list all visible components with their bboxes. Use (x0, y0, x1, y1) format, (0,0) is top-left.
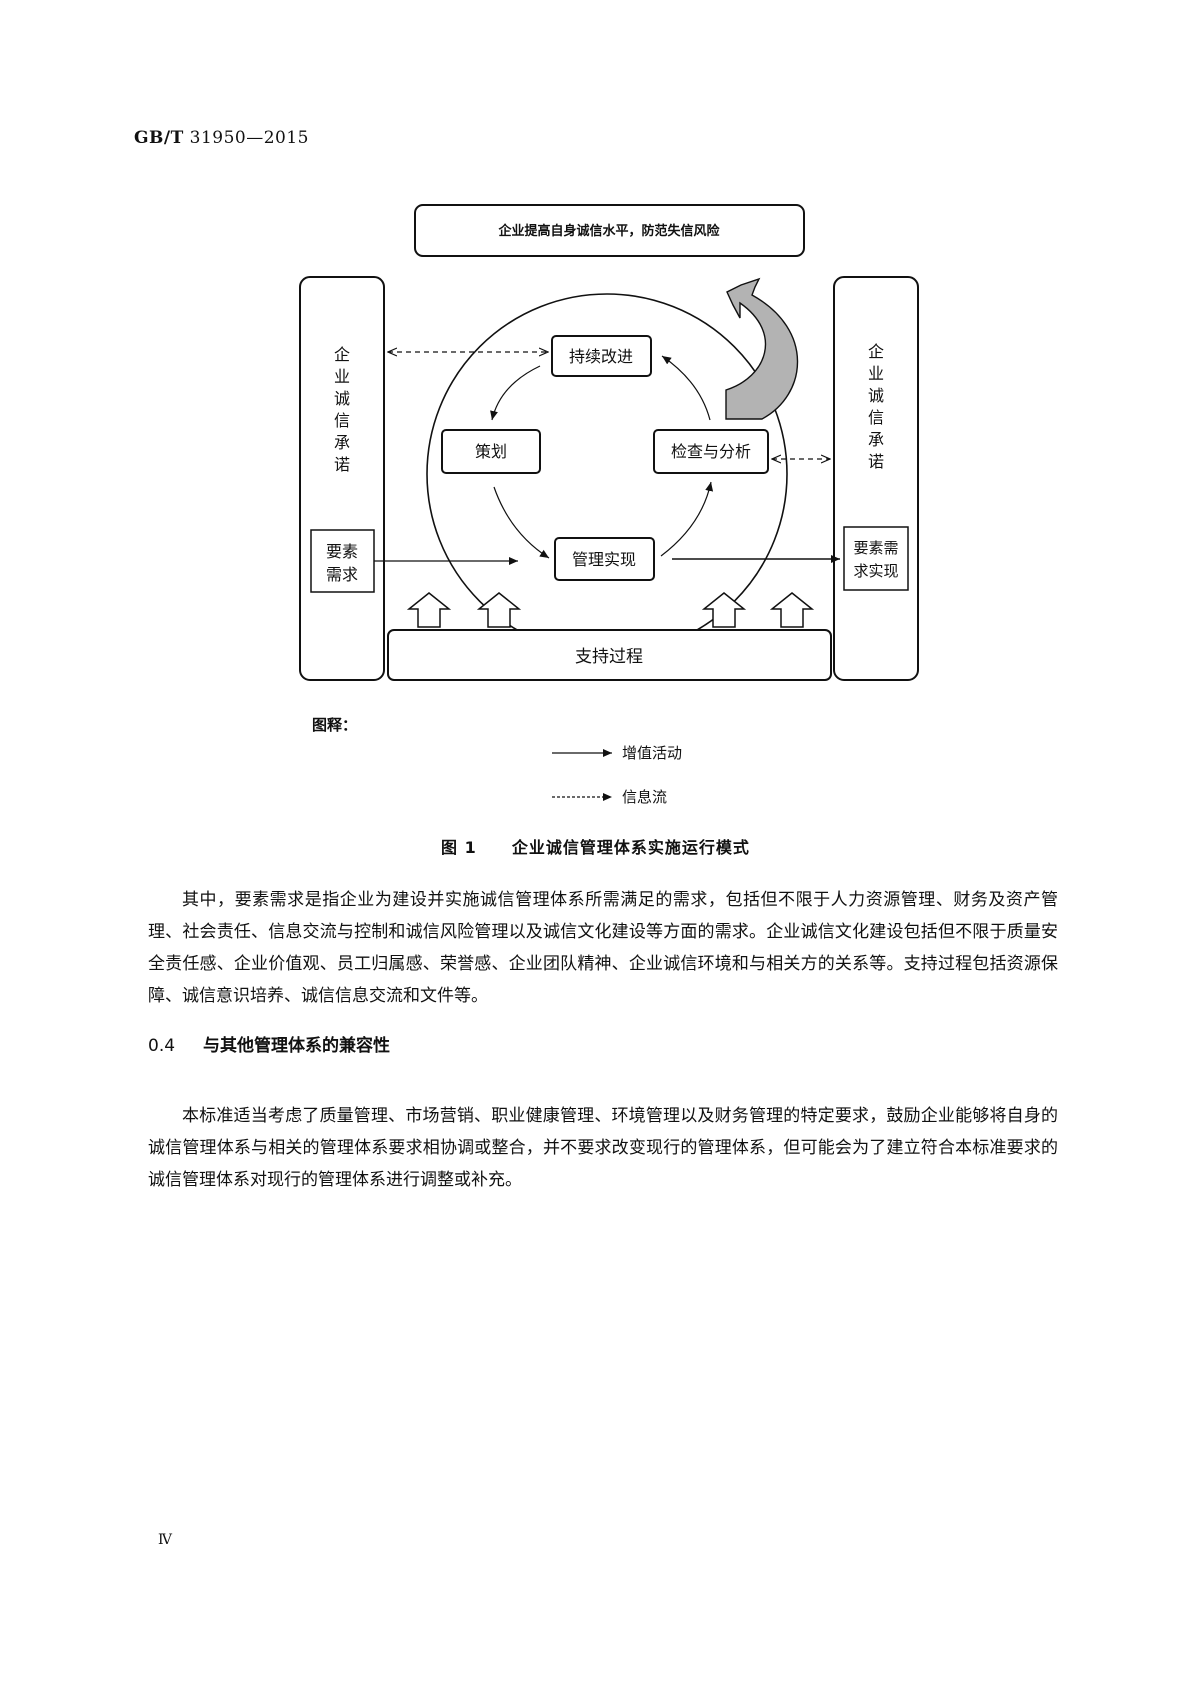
support-up-arrow-1 (406, 592, 452, 628)
improve-text: 持续改进 (569, 347, 633, 366)
support-process-box (387, 629, 832, 681)
improve-box (551, 335, 652, 377)
implement-text: 管理实现 (572, 550, 636, 569)
element-demand-line2: 需求 (326, 565, 358, 584)
element-realization-line1: 要素需 (853, 539, 898, 557)
section-title: 与其他管理体系的兼容性 (202, 1036, 390, 1056)
legend-solid-label: 增值活动 (622, 744, 682, 762)
arrow-implement-to-check (660, 481, 714, 557)
outcome-box (414, 204, 805, 257)
left-commitment-text: 企 业 诚 信 承 诺 (334, 345, 350, 474)
arrow-check-to-improve (661, 355, 711, 421)
support-process-text: 支持过程 (575, 647, 643, 667)
left-commitment-column (299, 276, 385, 681)
standard-number: 31950—2015 (189, 128, 309, 148)
legend-dashed-label: 信息流 (622, 788, 667, 806)
support-up-arrow-3 (701, 592, 747, 628)
support-up-arrow-4 (769, 592, 815, 628)
paragraph-element-demand: 其中，要素需求是指企业为建设并实施诚信管理体系所需满足的需求，包括但不限于人力资… (148, 890, 1058, 1006)
svg-text:信: 信 (334, 411, 350, 430)
plan-box (441, 429, 541, 474)
svg-text:诚: 诚 (868, 386, 884, 405)
arrow-plan-to-implement (493, 486, 550, 559)
page-number: Ⅳ (158, 1532, 172, 1548)
svg-text:承: 承 (334, 433, 350, 452)
paragraph-compatibility: 本标准适当考虑了质量管理、市场营销、职业健康管理、环境管理以及财务管理的特定要求… (148, 1106, 1058, 1190)
svg-text:信: 信 (868, 408, 884, 427)
outcome-feedback-arrow (725, 277, 799, 420)
figure-title: 企业诚信管理体系实施运行模式 (511, 838, 750, 857)
figure-number: 图 1 (441, 838, 477, 857)
svg-text:诚: 诚 (334, 389, 350, 408)
svg-text:企: 企 (868, 342, 884, 361)
element-demand-line1: 要素 (326, 542, 358, 561)
plan-text: 策划 (475, 442, 507, 461)
element-realization-box (843, 526, 909, 591)
element-realization-line2: 求实现 (853, 562, 898, 580)
right-commitment-column (833, 276, 919, 681)
svg-text:业: 业 (334, 367, 350, 386)
implement-box (554, 537, 655, 581)
svg-text:承: 承 (868, 430, 884, 449)
support-up-arrow-2 (476, 592, 522, 628)
section-heading: 0.4 与其他管理体系的兼容性 (148, 1031, 390, 1056)
outcome-text: 企业提高自身诚信水平，防范失信风险 (497, 223, 720, 239)
legend-title: 图释： (312, 716, 357, 734)
figure-caption: 图 1 企业诚信管理体系实施运行模式 (0, 834, 1191, 858)
arrow-improve-to-plan (490, 365, 541, 421)
standard-prefix: GB/T (134, 128, 184, 148)
svg-text:诺: 诺 (868, 452, 884, 471)
svg-text:业: 业 (868, 364, 884, 383)
section-number: 0.4 (148, 1036, 176, 1056)
management-model-diagram: 企业提高自身诚信水平，防范失信风险 持续改进 策划 检查与分析 管理实现 企 业… (299, 204, 919, 806)
check-text: 检查与分析 (671, 442, 751, 461)
check-box (653, 429, 769, 474)
svg-text:诺: 诺 (334, 455, 350, 474)
right-commitment-text: 企 业 诚 信 承 诺 (868, 342, 884, 471)
svg-text:企: 企 (334, 345, 350, 364)
standard-code: GB/T 31950—2015 (134, 128, 309, 148)
